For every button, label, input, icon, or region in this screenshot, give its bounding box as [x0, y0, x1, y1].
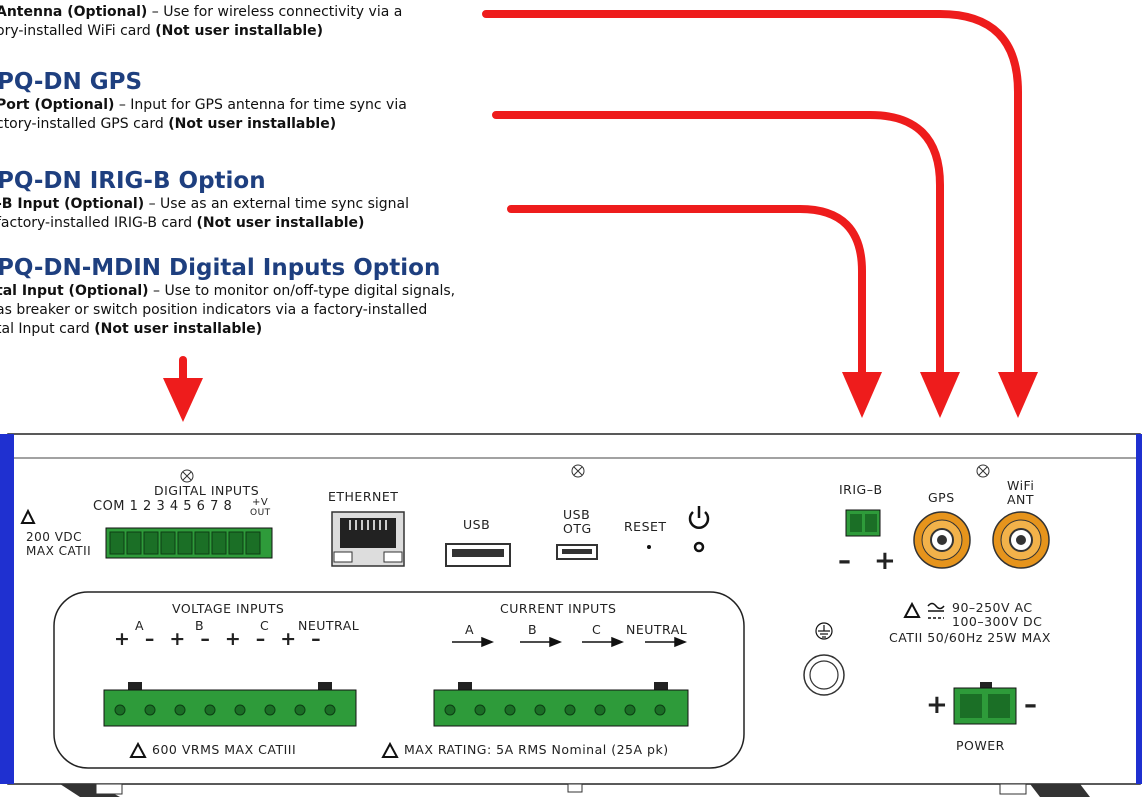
left-side-bar	[0, 434, 14, 784]
usb-label: USB	[463, 517, 491, 532]
digital-inputs-pins: COM 1 2 3 4 5 6 7 8	[93, 499, 233, 514]
warning-icon	[20, 508, 921, 758]
wifi-callout: Antenna (Optional) – Use for wireless co…	[0, 4, 403, 39]
gps-arrow-head	[920, 372, 960, 418]
irig-b-heading: PQ-DN IRIG-B Option	[0, 168, 266, 194]
usb-otg-label-1: USB	[563, 507, 591, 522]
power-spec-ac: 90–250V AC	[952, 600, 1033, 615]
usb-port	[445, 543, 511, 567]
current-rating: MAX RATING: 5A RMS Nominal (25A pk)	[404, 742, 669, 757]
irig-b-plus: +	[874, 546, 897, 576]
gps-callout: Port (Optional) – Input for GPS antenna …	[0, 97, 407, 132]
digital-inputs-heading: PQ-DN-MDIN Digital Inputs Option	[0, 255, 441, 281]
red-arrows	[179, 10, 1022, 386]
wifi-connector	[992, 511, 1050, 569]
ethernet-label: ETHERNET	[328, 489, 399, 504]
voltage-polarity: +–+–+–+–	[114, 628, 336, 650]
current-phase-b: B	[528, 622, 538, 637]
power-spec-dc: 100–300V DC	[952, 614, 1043, 629]
arrow-heads	[163, 372, 1038, 422]
power-icon	[688, 506, 710, 529]
voltage-inputs-label: VOLTAGE INPUTS	[172, 601, 285, 616]
ground-icon	[815, 622, 833, 640]
gps-heading: PQ-DN GPS	[0, 69, 143, 95]
digital-inputs-terminal	[105, 527, 273, 559]
ground-stud	[803, 654, 845, 696]
current-inputs-terminal	[433, 682, 689, 727]
digital-inputs-label: DIGITAL INPUTS	[154, 483, 260, 498]
irig-b-terminal	[845, 509, 881, 537]
v-plus-label: +V	[252, 497, 269, 508]
wifi-label-1: WiFi	[1007, 478, 1035, 493]
power-led	[693, 541, 705, 553]
screws	[180, 464, 990, 483]
usb-otg-port	[556, 544, 598, 560]
reset-button	[647, 545, 651, 549]
ethernet-port	[331, 511, 405, 567]
current-arrows	[452, 636, 688, 648]
digital-rating-line2: MAX CATII	[26, 544, 92, 558]
ac-dc-icon	[927, 602, 945, 619]
voltage-phase-neutral: NEUTRAL	[298, 618, 360, 633]
current-phase-neutral: NEUTRAL	[626, 622, 688, 637]
wifi-label-2: ANT	[1007, 492, 1035, 507]
power-plus: +	[926, 690, 949, 720]
right-side-bar	[1136, 434, 1142, 784]
voltage-phase-c: C	[260, 618, 270, 633]
digital-inputs-callout: tal Input (Optional) – Use to monitor on…	[0, 283, 456, 337]
current-inputs-label: CURRENT INPUTS	[500, 601, 617, 616]
irig-b-label: IRIG–B	[839, 482, 883, 497]
inputs-frame	[53, 591, 745, 769]
gps-arrow-line	[492, 111, 944, 376]
voltage-rating: 600 VRMS MAX CATIII	[152, 742, 297, 757]
current-phase-c: C	[592, 622, 602, 637]
gps-label: GPS	[928, 490, 955, 505]
irig-b-callout: -B Input (Optional) – Use as an external…	[0, 196, 410, 231]
voltage-phase-b: B	[195, 618, 205, 633]
reset-label: RESET	[624, 519, 667, 534]
power-minus: –	[1024, 690, 1038, 720]
digital-inputs-arrow-head	[163, 378, 203, 422]
digital-rating-line1: 200 VDC	[26, 530, 83, 544]
power-spec-line2: CATII 50/60Hz 25W MAX	[889, 630, 1051, 645]
usb-otg-label-2: OTG	[563, 521, 592, 536]
power-label: POWER	[956, 738, 1005, 753]
irig-b-arrow-line	[507, 205, 866, 376]
wifi-arrow-line	[482, 10, 1022, 376]
power-terminal	[953, 682, 1017, 725]
voltage-inputs-terminal	[103, 682, 357, 727]
gps-connector	[913, 511, 971, 569]
voltage-phase-a: A	[135, 618, 145, 633]
irig-b-arrow-head	[842, 372, 882, 418]
current-phase-a: A	[465, 622, 475, 637]
irig-b-minus: –	[838, 546, 852, 576]
wifi-arrow-head	[998, 372, 1038, 418]
v-out-label: OUT	[250, 508, 271, 518]
